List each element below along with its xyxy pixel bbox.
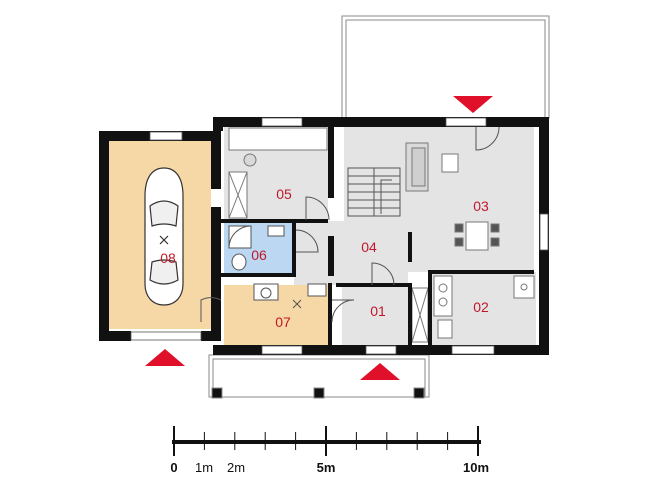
- room-label-05: 05: [276, 186, 292, 202]
- entrance-arrow-front: [360, 363, 400, 380]
- entrance-arrow-terrace: [453, 96, 493, 113]
- scale-bar: 0 1m 2m 5m 10m: [170, 426, 489, 475]
- interior-walls: [220, 118, 534, 347]
- scale-label-1m: 1m: [195, 460, 213, 475]
- room-labels: 01 02 03 04 05 06 07 08: [160, 186, 489, 330]
- scale-label-2m: 2m: [227, 460, 245, 475]
- scale-label-5m: 5m: [317, 460, 336, 475]
- room-01-floor: [342, 285, 412, 345]
- room-label-04: 04: [361, 239, 377, 255]
- wardrobe: [411, 287, 429, 343]
- room-label-02: 02: [473, 299, 489, 315]
- room-label-06: 06: [251, 247, 267, 263]
- staircase: [347, 167, 401, 217]
- office-furniture: [228, 127, 328, 219]
- doors: [200, 126, 500, 323]
- room-label-08: 08: [160, 250, 176, 266]
- room-label-01: 01: [370, 303, 386, 319]
- sofa: [405, 142, 459, 192]
- car-icon: [144, 167, 184, 306]
- entrance-arrow-garage: [145, 349, 185, 366]
- scale-label-10m: 10m: [463, 460, 489, 475]
- room-label-07: 07: [275, 314, 291, 330]
- porch: [208, 354, 430, 399]
- bathroom-fixtures: [228, 225, 285, 271]
- dining-table: [454, 221, 500, 251]
- kitchen-fittings: [433, 275, 535, 339]
- terrace: [341, 15, 550, 119]
- utility-fixtures: [253, 283, 327, 309]
- entrance-markers: [145, 96, 493, 380]
- room-03-floor: [344, 126, 534, 272]
- room-label-03: 03: [473, 198, 489, 214]
- windows: [130, 117, 549, 355]
- scale-label-0: 0: [170, 460, 177, 475]
